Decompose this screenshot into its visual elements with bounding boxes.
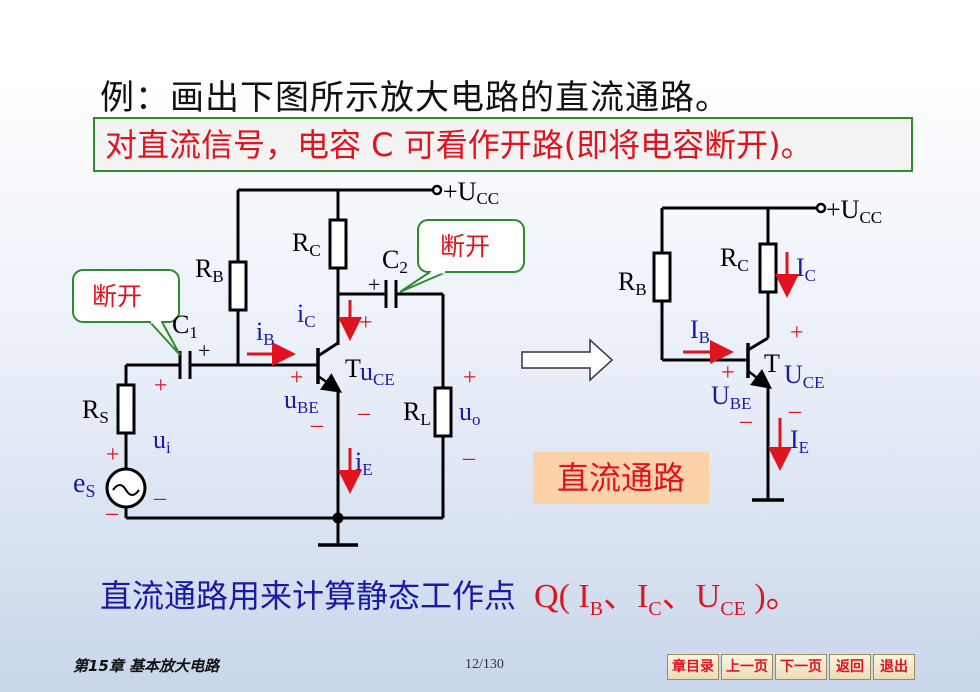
capacitor-note: 对直流信号，电容 C 可看作开路(即将电容断开)。 <box>93 117 913 172</box>
left-uo-plus: + <box>463 365 477 391</box>
exit-button[interactable]: 退出 <box>873 654 915 680</box>
left-ucc-label: +UCC <box>443 177 499 208</box>
dc-path-label: 直流通路 <box>533 452 709 504</box>
page-number: 12/130 <box>465 657 504 672</box>
right-t-label: T <box>764 349 780 378</box>
left-es-plus: + <box>106 442 120 468</box>
left-current-arrows <box>247 300 362 494</box>
left-uce-plus: + <box>359 310 373 336</box>
left-uo-label: uo <box>459 397 481 429</box>
left-uce-minus: – <box>357 400 371 426</box>
chapter-toc-button[interactable]: 章目录 <box>667 654 719 680</box>
left-rb-label: RB <box>195 254 224 286</box>
callout-open-c1 <box>72 269 181 356</box>
left-ui-minus: – <box>153 485 167 511</box>
right-ube-label: UBE <box>711 381 752 413</box>
right-ic-label: IC <box>796 253 816 285</box>
right-ube-minus: – <box>739 408 753 434</box>
summary-q: Q( IB、IC、UCE )。 <box>534 578 800 620</box>
left-c2-plus: + <box>368 272 380 297</box>
left-t-label: T <box>345 354 361 383</box>
chapter-label: 第15章 基本放大电路 <box>73 657 220 675</box>
right-uce-label: UCE <box>784 360 825 392</box>
right-rc-label: RC <box>720 243 749 275</box>
right-uce-plus: + <box>790 320 804 346</box>
callout-open-c2-text: 断开 <box>440 232 490 261</box>
left-ube-plus: + <box>290 365 304 391</box>
back-button[interactable]: 返回 <box>829 654 871 680</box>
left-ui-plus: + <box>154 373 168 399</box>
left-rs-label: RS <box>82 395 109 427</box>
left-uce-label: uCE <box>360 357 395 389</box>
left-c1-plus: + <box>198 338 210 363</box>
left-rl-label: RL <box>403 397 431 429</box>
left-uo-minus: – <box>462 445 476 471</box>
right-uce-minus: – <box>788 398 802 424</box>
summary-text: 直流通路用来计算静态工作点 Q( IB、IC、UCE )。 <box>100 568 800 621</box>
left-circuit <box>105 184 453 547</box>
left-rc-label: RC <box>292 228 321 260</box>
nav-buttons: 章目录 上一页 下一页 返回 退出 <box>667 654 917 680</box>
left-ui-label: ui <box>153 425 171 457</box>
left-es-minus: – <box>105 500 119 526</box>
left-c2-label: C2 <box>382 245 408 277</box>
left-ie-label: iE <box>355 447 373 479</box>
next-page-button[interactable]: 下一页 <box>775 654 827 680</box>
callout-open-c2 <box>399 219 525 293</box>
left-es-label: eS <box>73 468 95 501</box>
right-ube-plus: + <box>721 360 735 386</box>
right-ucc-label: +UCC <box>826 195 882 227</box>
left-ic-label: iC <box>297 299 316 331</box>
prev-page-button[interactable]: 上一页 <box>721 654 773 680</box>
transform-arrow <box>521 338 614 382</box>
left-ube-label: uBE <box>284 385 319 417</box>
slide-title: 例：画出下图所示放大电路的直流通路。 <box>100 78 730 118</box>
right-rb-label: RB <box>618 267 647 299</box>
callout-open-c1-text: 断开 <box>92 282 142 311</box>
left-ube-minus: – <box>310 412 324 438</box>
right-ie-label: IE <box>790 425 809 457</box>
right-current-arrows <box>683 252 799 471</box>
right-ib-label: IB <box>690 315 710 347</box>
summary-main: 直流通路用来计算静态工作点 <box>100 577 517 615</box>
left-c1-label: C1 <box>172 310 198 342</box>
left-ib-label: iB <box>256 317 275 349</box>
